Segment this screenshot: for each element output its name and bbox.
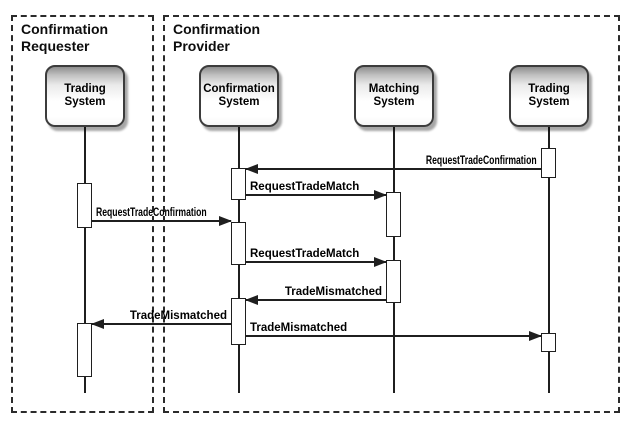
message-request-trade-confirmation-from-trading-right: RequestTradeConfirmation bbox=[245, 153, 541, 174]
message-label: TradeMismatched bbox=[129, 310, 227, 322]
message-request-trade-match-1: RequestTradeMatch bbox=[246, 179, 387, 200]
message-label: TradeMismatched bbox=[284, 286, 382, 298]
message-request-trade-match-2: RequestTradeMatch bbox=[246, 246, 387, 267]
arrowhead-left-icon bbox=[245, 295, 258, 305]
frame-confirmation-requester: Confirmation Requester bbox=[11, 15, 154, 413]
arrowhead-right-icon bbox=[219, 216, 232, 226]
arrowhead-right-icon bbox=[529, 331, 542, 341]
frame-confirmation-provider: Confirmation Provider bbox=[163, 15, 620, 413]
arrowhead-left-icon bbox=[245, 164, 258, 174]
activation-bar bbox=[386, 192, 401, 237]
activation-bar bbox=[77, 183, 92, 228]
message-line bbox=[92, 220, 231, 222]
message-line bbox=[246, 168, 541, 170]
message-line bbox=[246, 335, 541, 337]
message-trade-mismatched-from-matching: TradeMismatched bbox=[245, 284, 386, 305]
activation-bar bbox=[541, 333, 556, 352]
message-label: TradeMismatched bbox=[250, 322, 348, 334]
actor-label: Confirmation System bbox=[203, 82, 275, 109]
actor-matching-system: Matching System bbox=[354, 65, 434, 127]
message-label: RequestTradeMatch bbox=[250, 181, 360, 193]
lifeline-trading-system-right bbox=[548, 127, 550, 393]
actor-trading-system-right: Trading System bbox=[509, 65, 589, 127]
frame-title-requester: Confirmation Requester bbox=[21, 21, 109, 54]
lifeline-trading-system-left bbox=[84, 127, 86, 393]
frame-title-provider: Confirmation Provider bbox=[173, 21, 261, 54]
actor-trading-system-left: Trading System bbox=[45, 65, 125, 127]
message-trade-mismatched-to-trading-right: TradeMismatched bbox=[246, 320, 542, 341]
message-label: RequestTradeConfirmation bbox=[426, 155, 537, 167]
message-line bbox=[246, 299, 386, 301]
message-line bbox=[246, 261, 386, 263]
message-request-trade-confirmation-from-trading-left: RequestTradeConfirmation bbox=[92, 205, 232, 226]
message-label: RequestTradeMatch bbox=[250, 248, 360, 260]
message-line bbox=[246, 194, 386, 196]
arrowhead-right-icon bbox=[374, 257, 387, 267]
activation-bar bbox=[231, 168, 246, 200]
arrowhead-right-icon bbox=[374, 190, 387, 200]
activation-bar bbox=[77, 323, 92, 377]
message-label: RequestTradeConfirmation bbox=[96, 207, 207, 219]
activation-bar bbox=[231, 298, 246, 345]
activation-bar bbox=[231, 222, 246, 265]
activation-bar bbox=[386, 260, 401, 303]
message-line bbox=[92, 323, 231, 325]
actor-label: Trading System bbox=[64, 82, 106, 109]
message-trade-mismatched-to-trading-left: TradeMismatched bbox=[91, 308, 231, 329]
actor-label: Matching System bbox=[368, 82, 420, 109]
arrowhead-left-icon bbox=[91, 319, 104, 329]
actor-label: Trading System bbox=[528, 82, 570, 109]
activation-bar bbox=[541, 148, 556, 178]
actor-confirmation-system: Confirmation System bbox=[199, 65, 279, 127]
